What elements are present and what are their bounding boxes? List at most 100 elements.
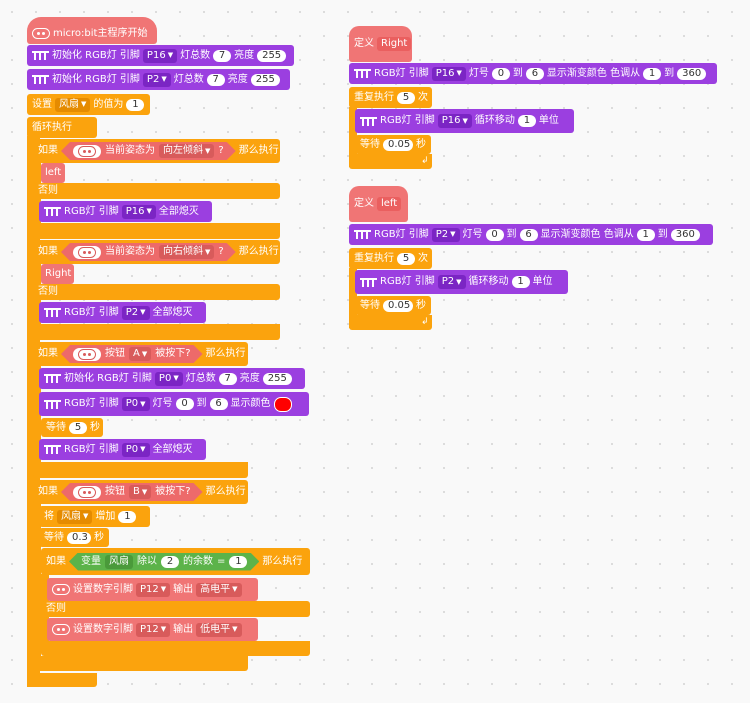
- call-left-block[interactable]: left: [41, 163, 65, 183]
- init-rgb-p2-block[interactable]: 初始化 RGB灯 引脚 P2▼ 灯总数 7 亮度 255: [27, 69, 290, 90]
- rgb-off-p0-block[interactable]: RGB灯 引脚 P0▼ 全部熄灭: [39, 439, 206, 460]
- color-swatch[interactable]: [273, 396, 292, 412]
- level-dropdown[interactable]: 低电平▼: [196, 622, 242, 637]
- total-input[interactable]: 7: [206, 73, 225, 86]
- to-input[interactable]: 6: [209, 398, 228, 410]
- button-condition[interactable]: 按钮 B▼ 被按下?: [61, 483, 203, 501]
- pose-condition[interactable]: 当前姿态为 向右倾斜▼ ?: [61, 243, 236, 261]
- rgb-show-color-block[interactable]: RGB灯 引脚 P0▼ 灯号 0 到 6 显示颜色: [39, 392, 309, 416]
- rgb-move-p16-block[interactable]: RGB灯 引脚 P16▼ 循环移动 1 单位: [355, 109, 574, 133]
- pin-dropdown[interactable]: P16▼: [142, 48, 178, 63]
- var-dropdown[interactable]: 风扇: [105, 555, 133, 569]
- rgb-gradient-p2-block[interactable]: RGB灯 引脚 P2▼ 灯号 0 到 6 显示渐变颜色 色调从 1 到 360: [349, 224, 713, 245]
- level-dropdown[interactable]: 高电平▼: [196, 582, 242, 597]
- wait-0.05-block[interactable]: 等待 0.05 秒: [355, 296, 431, 315]
- wait-label: 等待: [46, 421, 66, 433]
- if-variable-mod-block[interactable]: 如果 变量 风扇 除以 2 的余数 = 1 那么执行: [41, 548, 310, 575]
- rgb-off-p2-block[interactable]: RGB灯 引脚 P2▼ 全部熄灭: [39, 302, 206, 323]
- pin-dropdown[interactable]: P0▼: [121, 397, 150, 411]
- bright-input[interactable]: 255: [250, 73, 280, 86]
- repeat-input[interactable]: 5: [397, 91, 415, 104]
- pressed-label: 被按下?: [155, 348, 191, 359]
- define-name[interactable]: left: [377, 197, 402, 211]
- bright-input[interactable]: 255: [257, 49, 287, 62]
- pin-dropdown[interactable]: P0▼: [121, 442, 150, 457]
- call-right-block[interactable]: Right: [41, 264, 74, 284]
- wait-5-block[interactable]: 等待 5 秒: [41, 418, 103, 437]
- define-left-hat[interactable]: 定义 left: [349, 186, 408, 222]
- total-label: 灯总数: [180, 49, 211, 61]
- off-label: 全部熄灭: [152, 443, 193, 455]
- pin-dropdown[interactable]: P2▼: [431, 227, 460, 242]
- wait-input[interactable]: 0.05: [383, 299, 413, 312]
- pin-dropdown[interactable]: P16▼: [437, 114, 472, 128]
- move-input[interactable]: 1: [511, 276, 530, 288]
- microbit-start-hat[interactable]: micro:bit主程序开始: [27, 17, 157, 44]
- if-label: 如果: [38, 145, 58, 156]
- set-variable-block[interactable]: 设置 风扇▼ 的值为 1: [27, 94, 150, 115]
- gradient-label: 显示渐变颜色 色调从: [546, 67, 641, 79]
- set-value-input[interactable]: 1: [126, 98, 145, 111]
- hue-to-input[interactable]: 360: [677, 67, 707, 80]
- total-input[interactable]: 7: [218, 372, 237, 385]
- rgb-label: RGB灯 引脚: [374, 67, 429, 79]
- change-variable-block[interactable]: 将 风扇▼ 增加 1: [39, 506, 150, 527]
- pin-dropdown[interactable]: P2▼: [121, 305, 150, 320]
- div-input[interactable]: 2: [161, 556, 179, 568]
- set-pin-high-block[interactable]: 设置数字引脚 P12▼ 输出 高电平▼: [47, 578, 258, 601]
- forever-block[interactable]: 循环执行: [27, 117, 97, 138]
- pin-dropdown[interactable]: P12▼: [136, 622, 171, 637]
- rgb-off-p16-block[interactable]: RGB灯 引脚 P16▼ 全部熄灭: [39, 201, 212, 222]
- to-label: 到: [196, 398, 207, 409]
- pose-condition[interactable]: 当前姿态为 向左倾斜▼ ?: [61, 142, 236, 160]
- pin-dropdown[interactable]: P2▼: [142, 72, 171, 87]
- define-right-hat[interactable]: 定义 Right: [349, 26, 412, 62]
- pin-dropdown[interactable]: P2▼: [437, 275, 466, 289]
- rgb-strip-icon: [354, 229, 371, 240]
- if-button-a-block[interactable]: 如果 按钮 A▼ 被按下? 那么执行: [33, 342, 248, 366]
- repeat-block[interactable]: 重复执行 5 次: [349, 87, 432, 108]
- to-input[interactable]: 6: [525, 67, 544, 80]
- equals-condition[interactable]: 变量 风扇 除以 2 的余数 = 1: [69, 553, 259, 571]
- wait-input[interactable]: 0.3: [67, 531, 91, 544]
- button-dropdown[interactable]: B▼: [129, 485, 151, 499]
- pose-dropdown[interactable]: 向左倾斜▼: [159, 144, 214, 158]
- rgb-move-p2-block[interactable]: RGB灯 引脚 P2▼ 循环移动 1 单位: [355, 270, 568, 294]
- set-pin-low-block[interactable]: 设置数字引脚 P12▼ 输出 低电平▼: [47, 618, 258, 641]
- from-input[interactable]: 0: [485, 228, 504, 241]
- init-rgb-p0-block[interactable]: 初始化 RGB灯 引脚 P0▼ 灯总数 7 亮度 255: [39, 368, 305, 389]
- pin-dropdown[interactable]: P12▼: [136, 582, 171, 597]
- pin-dropdown[interactable]: P16▼: [121, 204, 156, 219]
- repeat-block[interactable]: 重复执行 5 次: [349, 248, 432, 269]
- init-rgb-p16-block[interactable]: 初始化 RGB灯 引脚 P16▼ 灯总数 7 亮度 255: [27, 45, 294, 66]
- from-input[interactable]: 0: [175, 398, 194, 410]
- hue-to-input[interactable]: 360: [670, 228, 700, 241]
- if-tilt-right-block[interactable]: 如果 当前姿态为 向右倾斜▼ ? 那么执行: [33, 240, 280, 264]
- from-input[interactable]: 0: [491, 67, 510, 80]
- button-dropdown[interactable]: A▼: [129, 347, 151, 361]
- pin-dropdown[interactable]: P16▼: [431, 66, 466, 81]
- define-name[interactable]: Right: [377, 37, 412, 51]
- hue-from-input[interactable]: 1: [636, 228, 655, 241]
- hue-from-input[interactable]: 1: [643, 67, 662, 80]
- bright-input[interactable]: 255: [262, 372, 292, 385]
- wait-input[interactable]: 5: [69, 421, 87, 434]
- to-label: 到: [506, 228, 517, 240]
- if-button-b-block[interactable]: 如果 按钮 B▼ 被按下? 那么执行: [33, 480, 248, 504]
- wait-input[interactable]: 0.05: [383, 138, 413, 151]
- variable-dropdown[interactable]: 风扇▼: [57, 509, 93, 524]
- button-condition[interactable]: 按钮 A▼ 被按下?: [61, 345, 203, 363]
- change-value-input[interactable]: 1: [118, 510, 137, 523]
- to-input[interactable]: 6: [519, 228, 538, 241]
- variable-dropdown[interactable]: 风扇▼: [55, 97, 91, 112]
- repeat-input[interactable]: 5: [397, 252, 415, 265]
- wait-0.05-block[interactable]: 等待 0.05 秒: [355, 135, 431, 154]
- pose-dropdown[interactable]: 向右倾斜▼: [159, 245, 214, 259]
- pin-dropdown[interactable]: P0▼: [154, 371, 183, 386]
- eq-value-input[interactable]: 1: [229, 556, 247, 568]
- total-input[interactable]: 7: [213, 49, 232, 62]
- move-input[interactable]: 1: [517, 115, 536, 127]
- if-tilt-left-block[interactable]: 如果 当前姿态为 向左倾斜▼ ? 那么执行: [33, 139, 280, 163]
- wait-0.3-block[interactable]: 等待 0.3 秒: [39, 528, 109, 547]
- rgb-gradient-p16-block[interactable]: RGB灯 引脚 P16▼ 灯号 0 到 6 显示渐变颜色 色调从 1 到 360: [349, 63, 717, 84]
